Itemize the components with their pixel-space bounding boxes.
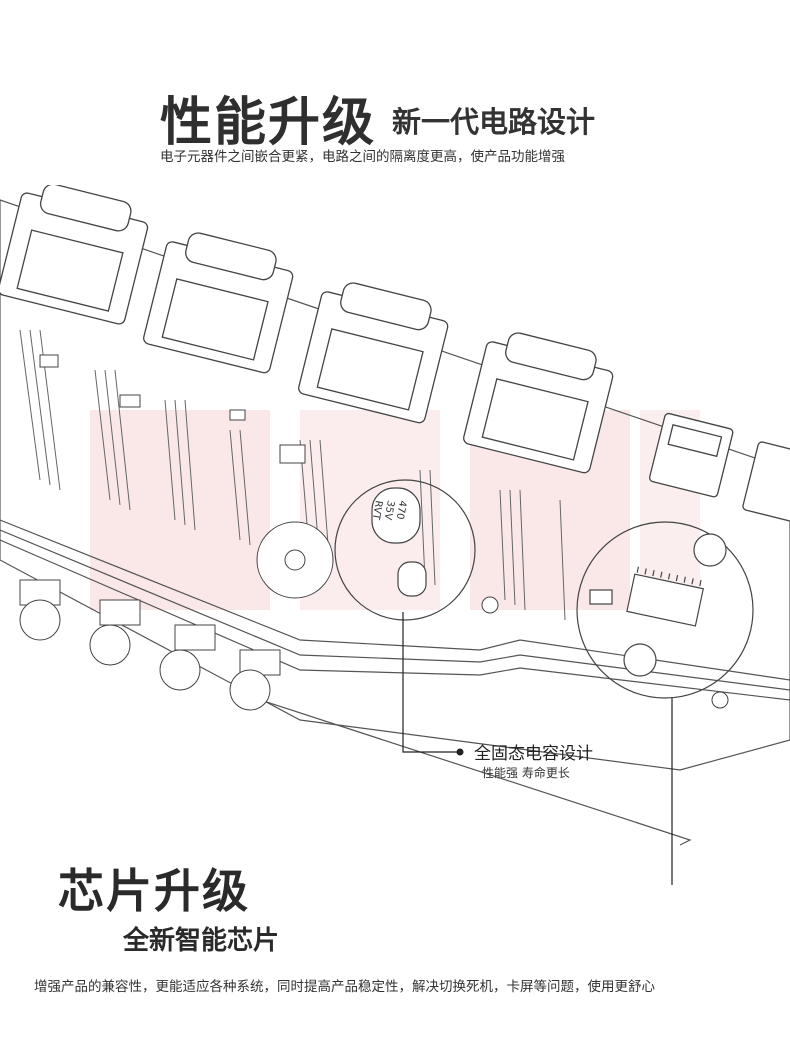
capacitor-callout-subtitle: 性能强 寿命更长	[482, 766, 570, 780]
main-description: 电子元器件之间嵌合更紧，电路之间的隔离度更高，使产品功能增强	[160, 149, 565, 165]
capacitor-magnifier: 470 35V RVT	[334, 479, 476, 621]
chip-magnifier	[576, 521, 754, 699]
connectors	[0, 185, 790, 524]
components	[19, 354, 729, 711]
pcb-illustration: 470 35V RVT	[0, 185, 790, 885]
capacitor-callout-title: 全固态电容设计	[474, 744, 593, 764]
main-title: 性能升级	[160, 93, 377, 153]
capacitor-label: 35V	[382, 499, 396, 520]
traces	[19, 329, 566, 621]
chip-subtitle: 全新智能芯片	[123, 926, 280, 956]
capacitor-label: RVT	[370, 499, 384, 521]
chip-title: 芯片升级	[58, 864, 250, 918]
callout-lines	[402, 612, 673, 885]
callout-dot	[456, 748, 464, 756]
chip-description: 增强产品的兼容性，更能适应各种系统，同时提高产品稳定性，解决切换死机，卡屏等问题…	[34, 979, 655, 995]
main-subtitle: 新一代电路设计	[392, 105, 596, 139]
capacitor-label: 470	[394, 499, 408, 520]
